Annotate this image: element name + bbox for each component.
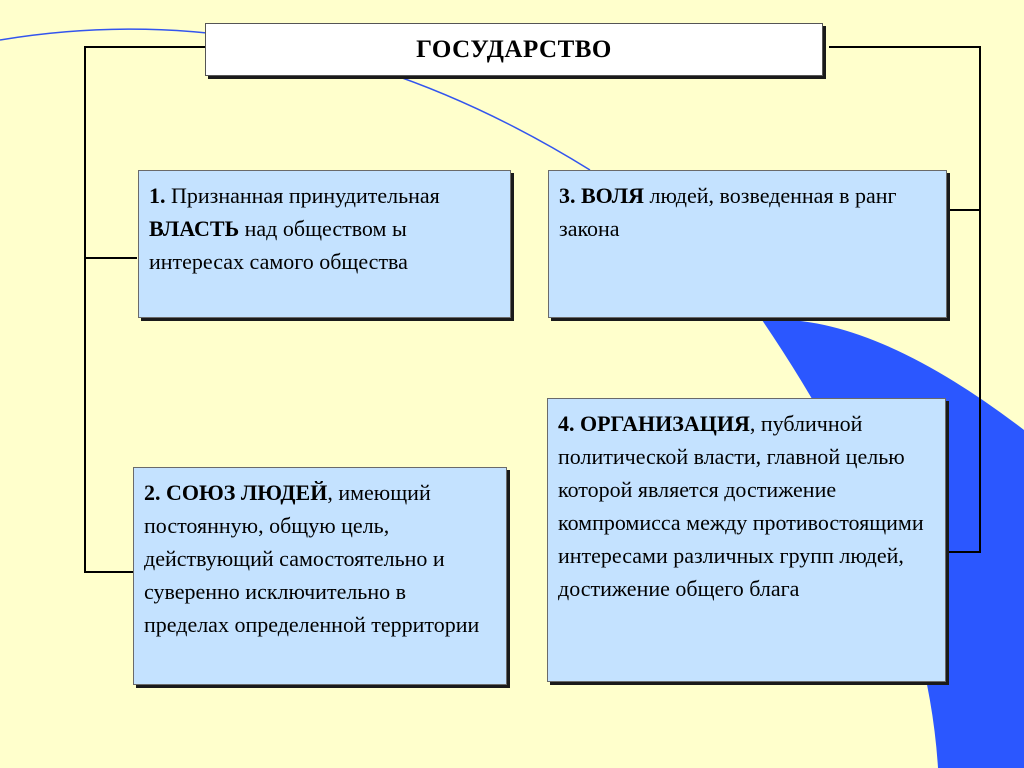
block-union-text: , имеющий постоянную, общую цель, действ…: [144, 480, 480, 637]
block-power: 1. Признанная принудительная ВЛАСТЬ над …: [138, 170, 511, 318]
block-organization: 4. ОРГАНИЗАЦИЯ, публичной политической в…: [547, 398, 946, 682]
block-will-text: людей, возведенная в ранг закона: [559, 183, 897, 241]
title-box: ГОСУДАРСТВО: [205, 23, 823, 76]
block-will-lead: 3. ВОЛЯ: [559, 183, 644, 208]
block-power-post: над обществом ы интересах самого обществ…: [149, 216, 408, 274]
block-organization-text: , публичной политической власти, главной…: [558, 411, 924, 601]
block-union-lead: 2. СОЮЗ ЛЮДЕЙ: [144, 480, 328, 505]
connector-lines: [84, 46, 981, 573]
page-title: ГОСУДАРСТВО: [416, 35, 612, 63]
block-power-pre: Признанная принудительная: [165, 183, 440, 208]
block-power-bold: ВЛАСТЬ: [149, 216, 240, 241]
block-organization-lead: 4. ОРГАНИЗАЦИЯ: [558, 411, 750, 436]
block-power-lead: 1.: [149, 183, 166, 208]
block-will: 3. ВОЛЯ людей, возведенная в ранг закона: [548, 170, 947, 318]
block-union: 2. СОЮЗ ЛЮДЕЙ, имеющий постоянную, общую…: [133, 467, 507, 685]
